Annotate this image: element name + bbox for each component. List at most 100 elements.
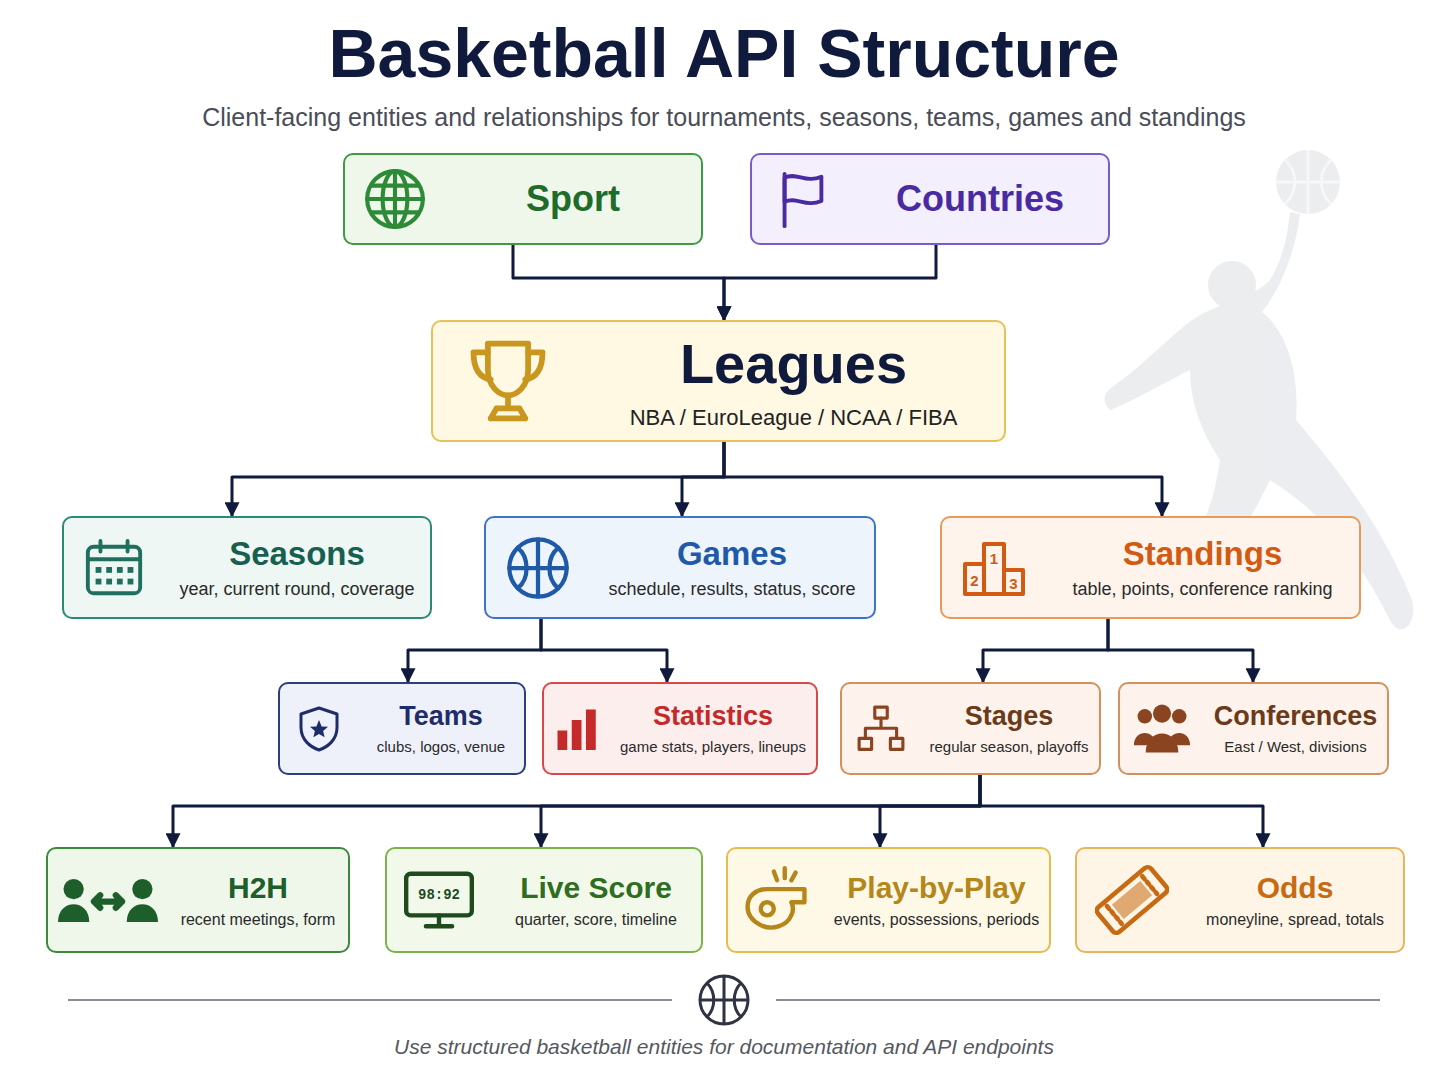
entity-heading: Standings xyxy=(1123,535,1283,573)
entity-box: Play-by-Playevents, possessions, periods xyxy=(726,847,1051,953)
entity-description: year, current round, coverage xyxy=(179,579,414,600)
icon-stroke xyxy=(117,567,123,573)
icon-stroke xyxy=(63,879,83,899)
entity-icon xyxy=(728,865,824,935)
entity-heading: Conferences xyxy=(1214,701,1378,732)
entity-icon xyxy=(280,705,358,753)
text-column: Standings table, points, conference ranki… xyxy=(1046,535,1359,600)
text-column: LeaguesNBA / EuroLeague / NCAA / FIBA xyxy=(583,332,1004,430)
entity-heading: Odds xyxy=(1257,871,1334,906)
text-column: Seasonsyear, current round, coverage xyxy=(164,535,430,600)
entity-description: quarter, score, timeline xyxy=(515,911,677,929)
icon-stroke xyxy=(88,546,140,593)
icon-graphic xyxy=(462,335,554,427)
icon-stroke xyxy=(1112,881,1152,919)
entity-box: Statistics game stats, players, lineups xyxy=(542,682,818,775)
icon-graphic xyxy=(295,705,343,753)
connector-arrow xyxy=(980,775,1263,847)
connector-arrow xyxy=(408,619,541,682)
icon-stroke xyxy=(760,902,773,915)
icon-stroke xyxy=(572,720,582,750)
icon-stroke xyxy=(1004,570,1023,594)
icon-stroke xyxy=(509,539,566,596)
icon-stroke xyxy=(1153,704,1171,722)
icon-graphic xyxy=(553,705,601,753)
connector-arrow xyxy=(682,442,724,516)
icon-stroke xyxy=(106,578,112,584)
icon-stroke xyxy=(1095,865,1169,934)
footer-ball xyxy=(700,976,748,1024)
connector-arrow xyxy=(983,619,1108,682)
icon-stroke xyxy=(367,171,423,227)
entity-heading: Play-by-Play xyxy=(847,871,1025,906)
entity-description: game stats, players, lineups xyxy=(620,738,806,755)
icon-label-frame: 98:92 xyxy=(404,865,474,935)
icon-stroke xyxy=(785,176,822,203)
entity-box: Teamsclubs, logos, venue xyxy=(278,682,526,775)
icon-stroke xyxy=(890,738,903,749)
icon-stroke xyxy=(859,738,872,749)
icon-stroke xyxy=(1172,709,1187,724)
entity-heading: Sport xyxy=(526,178,620,219)
icon-label: 1 xyxy=(990,550,998,565)
connector-arrow xyxy=(232,442,724,516)
entity-heading: Statistics xyxy=(653,701,773,732)
watermark-ball-seams xyxy=(1276,150,1340,214)
connector-arrow xyxy=(541,775,980,847)
icon-graphic xyxy=(1133,700,1191,758)
entity-icon: 98:92 xyxy=(387,865,491,935)
connector-arrow xyxy=(880,775,980,847)
entity-heading: Teams xyxy=(399,701,483,732)
entity-icon xyxy=(486,534,590,602)
icon-stroke xyxy=(128,578,134,584)
entity-icon xyxy=(48,850,168,950)
icon-stroke xyxy=(426,915,452,926)
text-column: Sport xyxy=(445,178,701,219)
entity-icon xyxy=(345,166,445,232)
connector-arrow xyxy=(1108,619,1253,682)
icon-label: 98:92 xyxy=(418,888,460,902)
connector-arrow xyxy=(541,619,667,682)
entity-heading: H2H xyxy=(228,871,288,906)
icon-graphic xyxy=(504,534,572,602)
text-column: Live Score quarter, score, timeline xyxy=(491,871,701,930)
text-column: Statistics game stats, players, lineups xyxy=(610,701,816,755)
entity-box: H2Hrecent meetings, form xyxy=(46,847,350,953)
icon-graphic xyxy=(83,537,145,599)
entity-box: 98:92 Live Score quarter, score, timeline xyxy=(385,847,703,953)
connector-arrow xyxy=(724,442,1162,516)
icon-stroke xyxy=(774,868,796,880)
icon-stroke xyxy=(94,895,122,908)
text-column: ConferencesEast / West, divisions xyxy=(1204,701,1388,755)
icon-stroke xyxy=(474,352,543,418)
icon-stroke xyxy=(865,718,896,738)
text-column: Odds moneyline, spread, totals xyxy=(1187,871,1403,930)
entity-heading: Countries xyxy=(896,178,1064,219)
icon-graphic xyxy=(856,704,906,754)
icon-stroke xyxy=(509,539,566,596)
entity-icon xyxy=(64,537,164,599)
icon-graphic xyxy=(1095,863,1169,937)
entity-heading: Live Score xyxy=(520,871,672,906)
icon-label-frame: 123 xyxy=(962,536,1026,600)
entity-box: Odds moneyline, spread, totals xyxy=(1075,847,1405,953)
icon-stroke xyxy=(965,564,984,594)
icon-stroke xyxy=(747,889,804,927)
ball-seams xyxy=(700,976,748,1024)
entity-heading: Leagues xyxy=(680,332,907,396)
entity-box: Sport xyxy=(343,153,703,245)
icon-graphic xyxy=(362,166,428,232)
icon-stroke xyxy=(132,879,152,899)
connector-arrow xyxy=(513,245,724,320)
entity-description: moneyline, spread, totals xyxy=(1206,911,1384,929)
icon-stroke xyxy=(1095,865,1169,934)
entity-icon xyxy=(1120,700,1204,758)
diagram-subtitle: Client-facing entities and relationships… xyxy=(0,103,1448,132)
entity-icon xyxy=(433,335,583,427)
entity-description: table, points, conference ranking xyxy=(1072,579,1332,600)
entity-description: schedule, results, status, score xyxy=(608,579,855,600)
entity-box: LeaguesNBA / EuroLeague / NCAA / FIBA xyxy=(431,320,1006,442)
icon-graphic xyxy=(741,865,811,935)
text-column: Stagesregular season, playoffs xyxy=(920,701,1099,755)
text-column: H2Hrecent meetings, form xyxy=(168,871,348,930)
